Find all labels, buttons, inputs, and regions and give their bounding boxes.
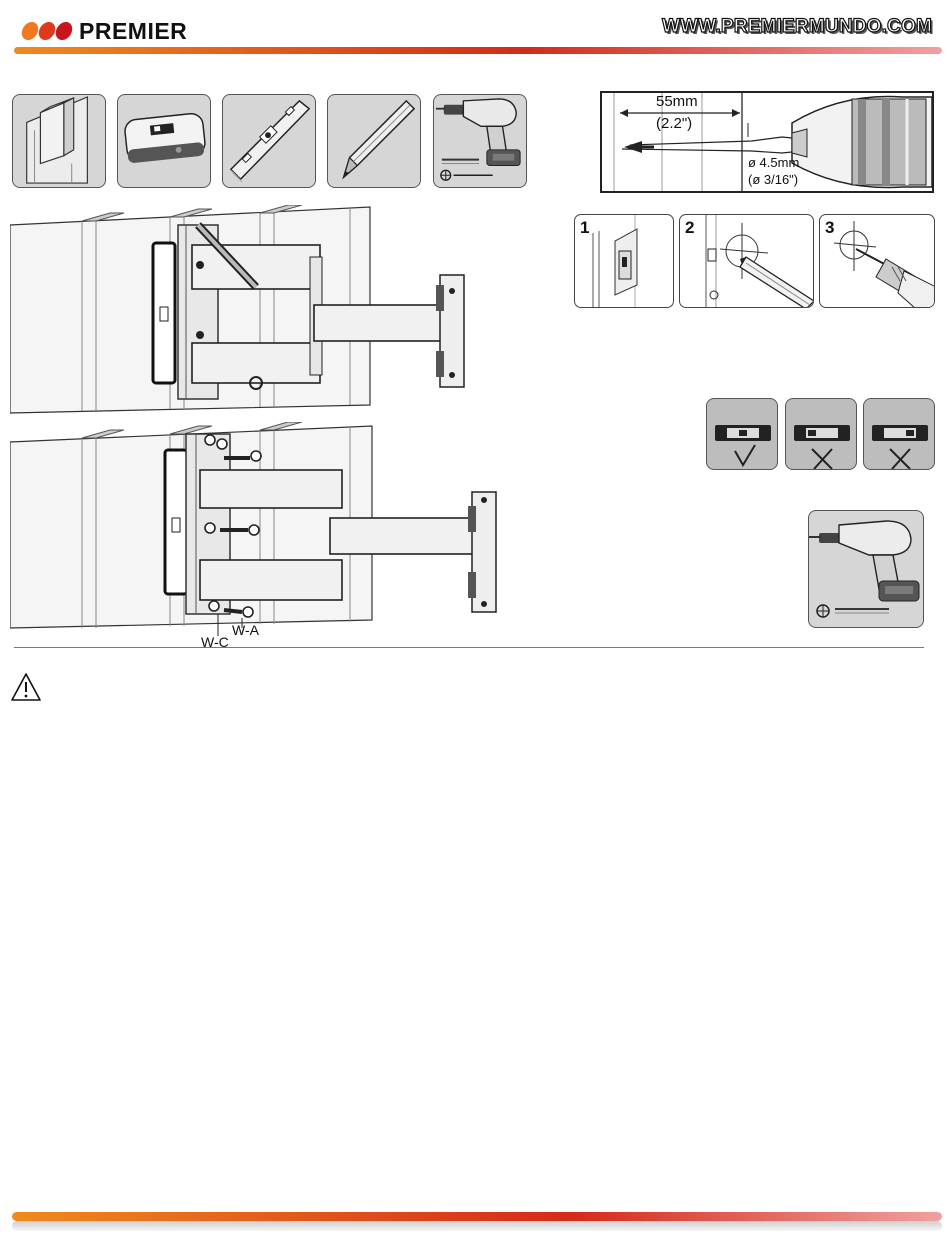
logo-dot: [20, 22, 40, 40]
header-divider-bar: [14, 47, 942, 54]
step-1-stud-finder-on-wall: 1: [574, 214, 674, 308]
pencil-icon: [327, 94, 421, 188]
level-check-wrong-right: [863, 398, 935, 470]
step-3-drill-hole: 3: [819, 214, 935, 308]
footer-bar: [12, 1212, 942, 1221]
drill-diameter-inch: (ø 3/16"): [748, 172, 798, 187]
drill-depth-mm: 55mm: [656, 93, 698, 110]
mount-assembly-step-2: [10, 422, 500, 644]
logo-dot: [54, 22, 74, 40]
drill-with-bit-icon: [433, 94, 527, 188]
website-url: WWW.PREMIERMUNDO.COM: [662, 16, 932, 38]
drill-diameter-mm: ø 4.5mm: [748, 155, 799, 170]
level-check-correct: [706, 398, 778, 470]
wood-stud-icon: [12, 94, 106, 188]
stud-finder-icon: [117, 94, 211, 188]
level-check-wrong-left: [785, 398, 857, 470]
drill-depth-inch: (2.2"): [656, 115, 692, 132]
drill-depth-detail: 55mm (2.2") ø 4.5mm (ø 3/16"): [600, 91, 934, 193]
screw-driver-drill-icon: [808, 510, 924, 628]
warning-triangle-icon: [10, 672, 42, 702]
footer-bar-shadow: [12, 1221, 942, 1231]
washer-a-label: W-A: [232, 622, 259, 638]
brand-name: PREMIER: [79, 18, 187, 45]
step-2-mark-with-pencil: 2: [679, 214, 814, 308]
spirit-level-icon: [222, 94, 316, 188]
logo-dot: [37, 22, 57, 40]
mount-assembly-step-1: [10, 205, 480, 415]
brand-logo: PREMIER: [22, 16, 187, 46]
section-divider: [14, 647, 924, 648]
